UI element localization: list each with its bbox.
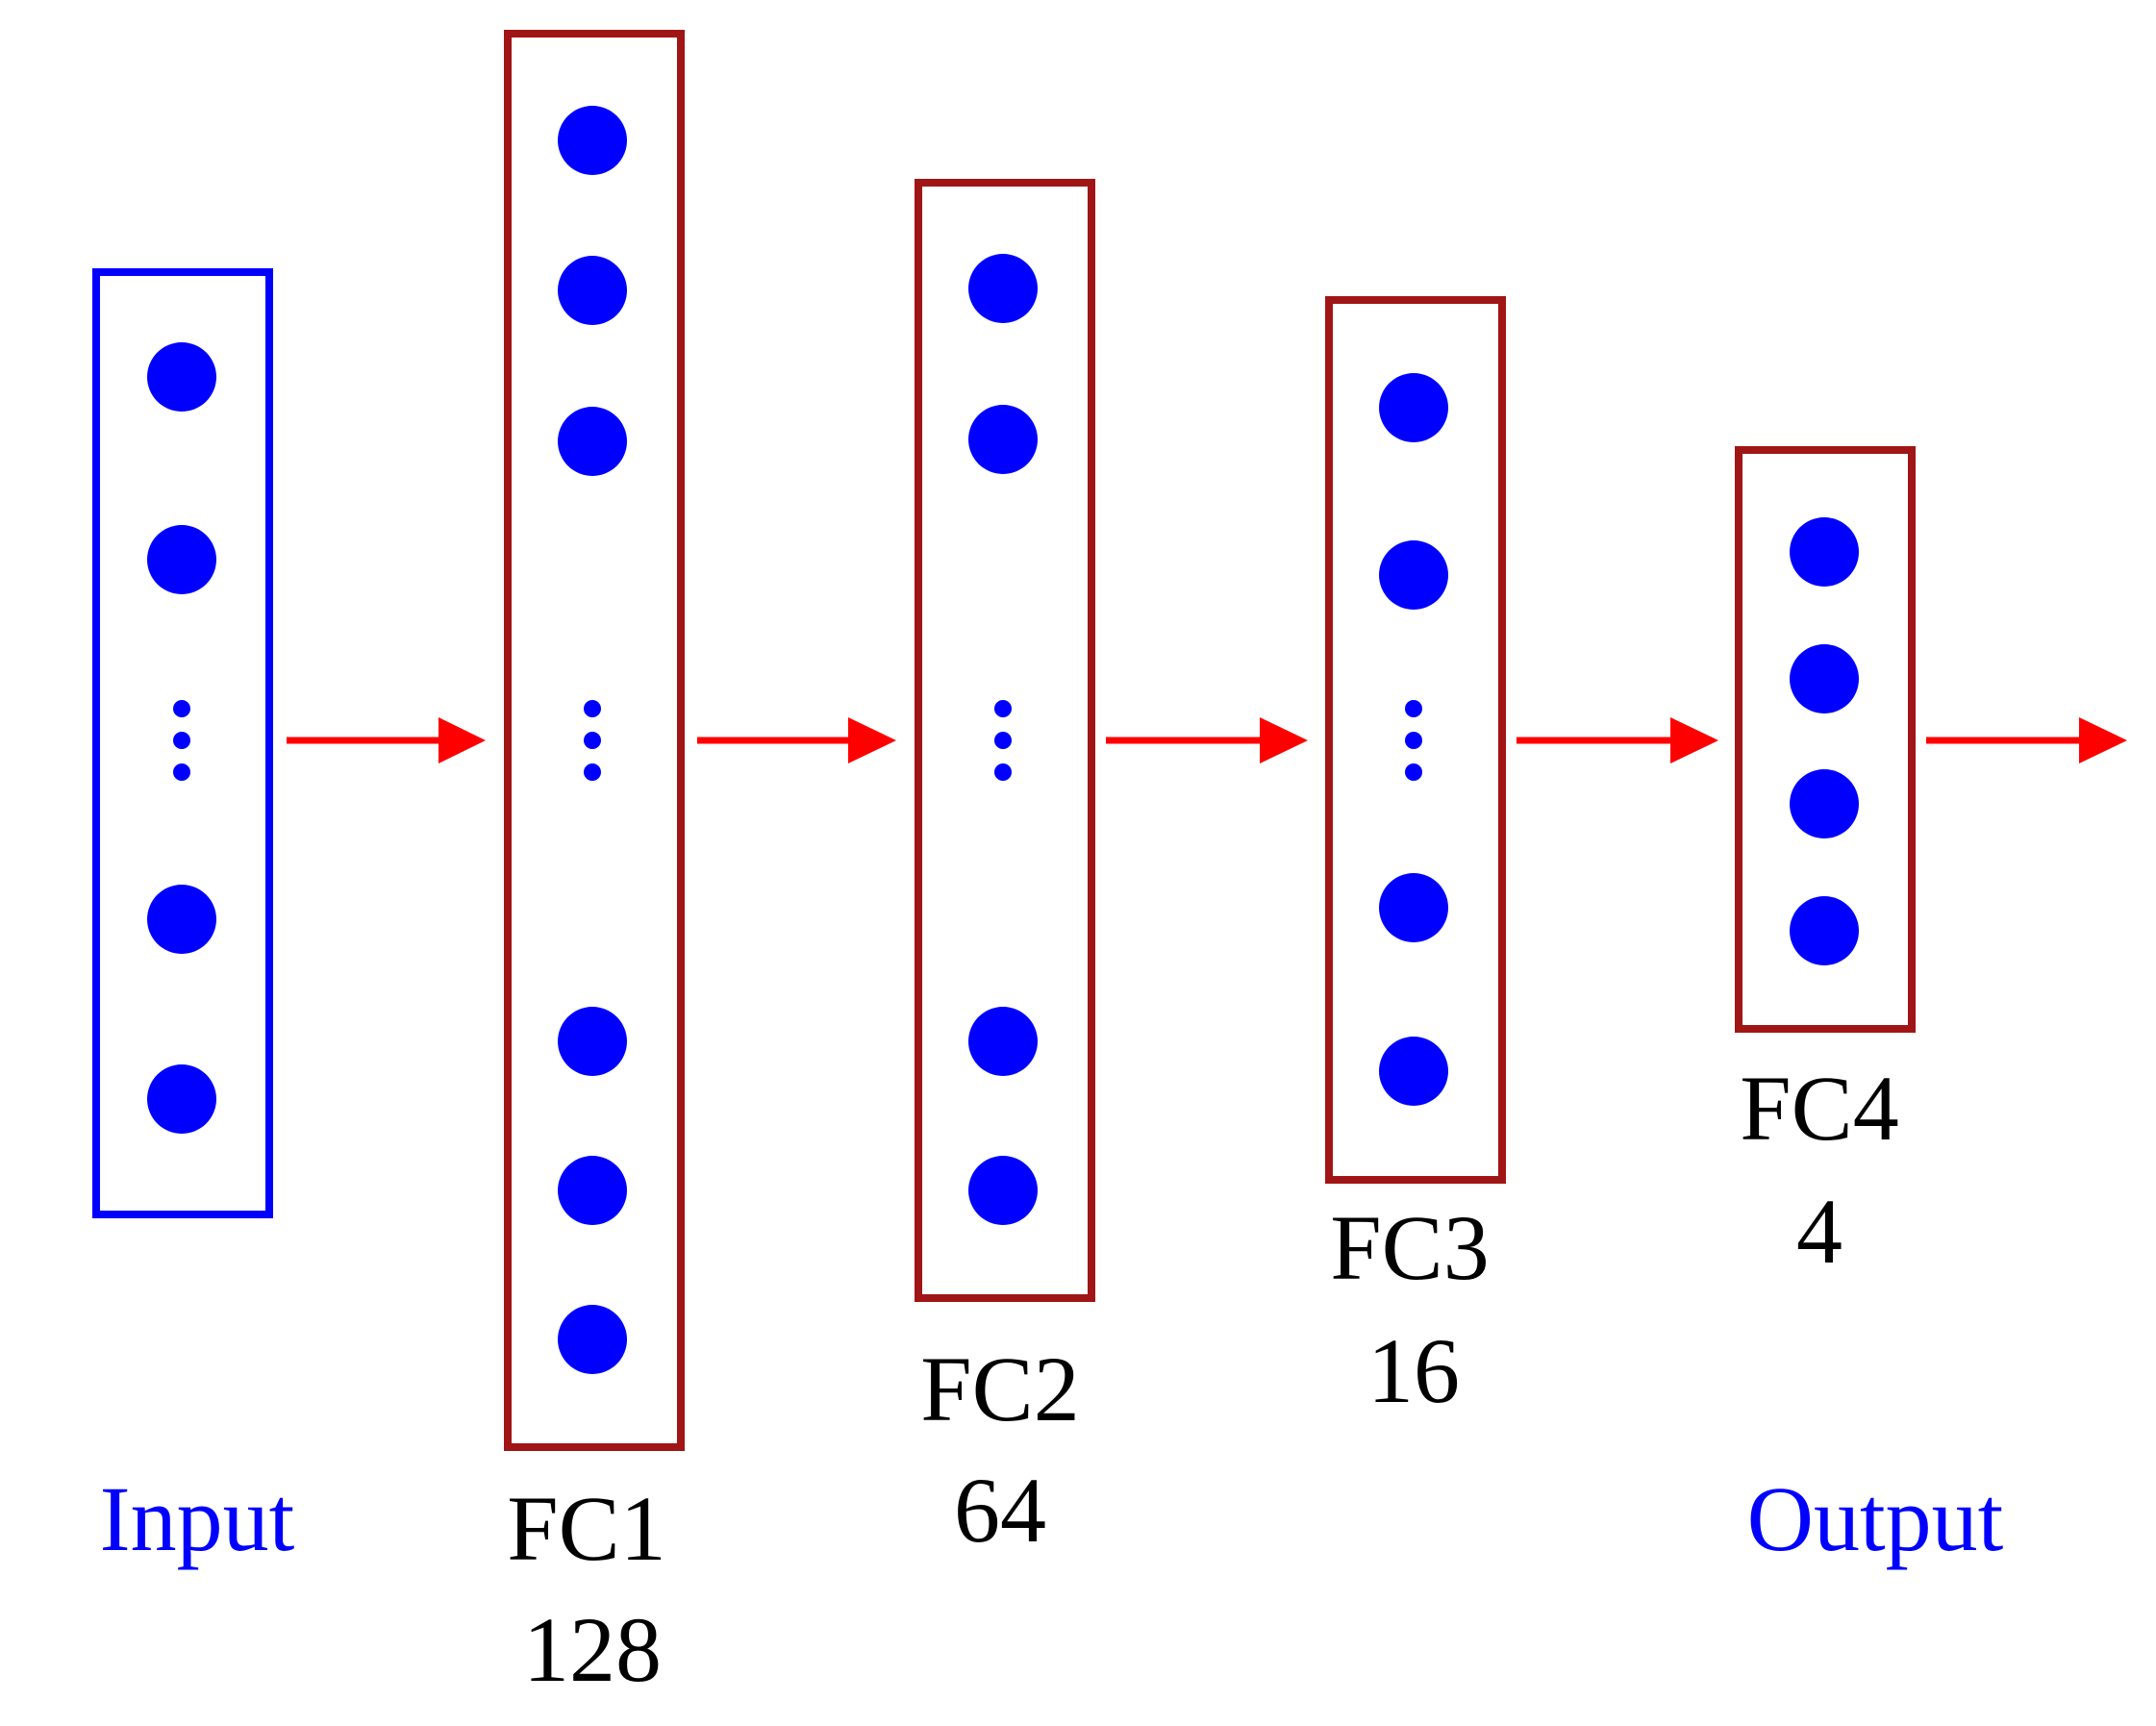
layer-fc2-box	[915, 179, 1095, 1302]
layer-fc4-neurons	[1790, 517, 1859, 965]
arrow-fc1-to-fc2	[697, 717, 896, 763]
arrow-fc4-to-output	[1926, 717, 2127, 763]
layer-fc1-neurons	[558, 106, 627, 1374]
layer-fc2-neurons	[968, 254, 1038, 1225]
ellipsis-dot	[584, 763, 601, 781]
neuron	[558, 1007, 627, 1076]
neuron	[558, 106, 627, 175]
neuron	[1790, 644, 1859, 713]
layer-fc3-box	[1325, 296, 1506, 1184]
layer-input-box	[92, 268, 273, 1218]
layer-fc1-name: FC1	[507, 1477, 665, 1580]
layer-fc2-size: 64	[954, 1459, 1046, 1562]
neuron	[1790, 896, 1859, 965]
neuron	[1379, 540, 1448, 610]
ellipsis-dot	[584, 700, 601, 717]
arrow-fc3-to-fc4	[1517, 717, 1718, 763]
layer-fc3-name: FC3	[1330, 1196, 1489, 1299]
neuron	[968, 1156, 1038, 1225]
ellipsis-dot	[994, 763, 1012, 781]
neuron	[968, 254, 1038, 323]
layer-fc3-size: 16	[1367, 1319, 1460, 1422]
arrows	[287, 717, 2127, 763]
layer-input	[92, 268, 273, 1218]
layer-fc2-name: FC2	[920, 1338, 1079, 1440]
layer-fc1: FC1 128	[504, 30, 685, 1701]
neuron	[558, 407, 627, 476]
layer-fc1-size: 128	[523, 1598, 662, 1701]
neuron	[558, 1156, 627, 1225]
layer-input-neurons	[147, 342, 216, 1134]
layer-fc4-box	[1735, 446, 1916, 1033]
neuron	[147, 885, 216, 954]
input-label: Input	[100, 1467, 295, 1570]
neuron	[1379, 1037, 1448, 1106]
ellipsis-dot	[994, 700, 1012, 717]
layer-fc4-size: 4	[1796, 1180, 1843, 1283]
ellipsis-dot	[994, 732, 1012, 749]
ellipsis-dot	[584, 732, 601, 749]
layer-fc3: FC3 16	[1325, 296, 1506, 1422]
layer-fc3-neurons	[1379, 373, 1448, 1106]
arrow-fc2-to-fc3	[1106, 717, 1308, 763]
neuron	[1790, 517, 1859, 587]
neuron	[147, 525, 216, 594]
neuron	[968, 405, 1038, 474]
layer-fc4: FC4 4	[1735, 446, 1916, 1283]
output-label: Output	[1747, 1467, 2004, 1570]
arrow-input-to-fc1	[287, 717, 486, 763]
neuron	[1379, 373, 1448, 442]
ellipsis-dot	[1405, 732, 1422, 749]
layer-fc4-name: FC4	[1740, 1057, 1898, 1160]
neuron	[1379, 873, 1448, 942]
neuron	[558, 256, 627, 325]
neuron	[558, 1305, 627, 1374]
neuron	[1790, 769, 1859, 838]
neuron	[968, 1007, 1038, 1076]
layer-fc1-box	[504, 30, 685, 1451]
neuron	[147, 342, 216, 412]
ellipsis-dot	[173, 732, 190, 749]
ellipsis-dot	[173, 763, 190, 781]
neuron	[147, 1064, 216, 1134]
ellipsis-dot	[1405, 700, 1422, 717]
ellipsis-dot	[1405, 763, 1422, 781]
ellipsis-dot	[173, 700, 190, 717]
layer-fc2: FC2 64	[915, 179, 1095, 1562]
